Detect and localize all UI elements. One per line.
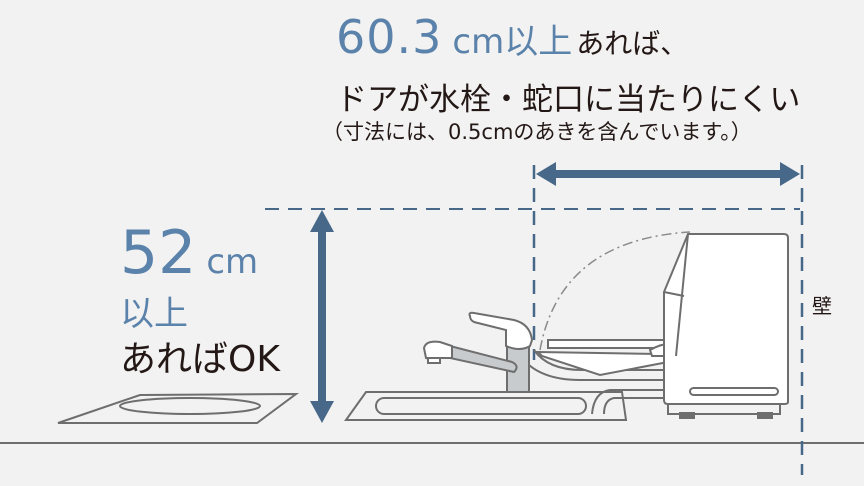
width-qualifier: 以上	[504, 22, 573, 62]
door-swing-arc	[539, 231, 691, 351]
width-clearance-description: ドアが水栓・蛇口に当たりにくい	[336, 82, 801, 118]
sink	[344, 391, 628, 421]
faucet	[422, 311, 534, 393]
width-suffix: あれば、	[576, 27, 689, 60]
dishwasher	[663, 233, 789, 419]
width-dimension-arrow	[536, 162, 800, 186]
width-value: 60.3	[336, 10, 443, 64]
height-qualifier: 以上	[120, 294, 188, 334]
height-value: 52	[120, 218, 197, 288]
wall-label: 壁	[812, 294, 832, 318]
height-unit: cm	[206, 242, 259, 282]
height-dimension-arrow	[310, 210, 334, 423]
cooktop-plate	[57, 392, 300, 424]
width-clearance-note: （寸法には、0.5cmのあきを含んでいます。）	[322, 120, 752, 144]
width-unit: cm	[452, 22, 505, 62]
height-suffix: あればOK	[120, 339, 280, 380]
